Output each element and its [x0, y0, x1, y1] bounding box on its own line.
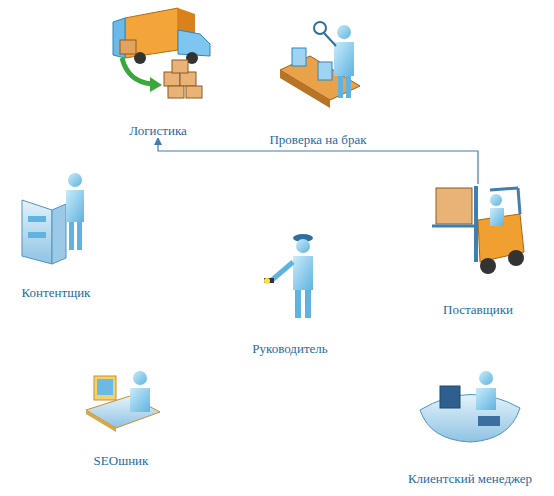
node-label: Проверка на брак: [267, 132, 368, 147]
inspection-icon: [280, 22, 360, 108]
forklift-icon: [432, 186, 524, 274]
node-label: Контентщик: [20, 285, 93, 300]
client-manager-node: Клиентский менеджер: [402, 370, 538, 486]
node-label: Поставщики: [441, 302, 515, 317]
node-label: Руководитель: [250, 341, 330, 356]
seo-node: SEOшник: [81, 368, 161, 468]
label-holder: Логистика: [108, 123, 208, 138]
manager-node: Руководитель: [246, 232, 334, 356]
truck-icon: [113, 8, 210, 98]
suppliers-node: Поставщики: [428, 184, 528, 317]
logistics-node: Логистика: [108, 5, 208, 138]
label-holder: Контентщик: [16, 285, 97, 300]
inspection-node: Проверка на брак: [263, 22, 372, 147]
manager-guard-icon: [264, 234, 313, 318]
label-holder: Руководитель: [246, 341, 334, 356]
content-node: Контентщик: [16, 172, 97, 300]
label-holder: Клиентский менеджер: [402, 471, 538, 486]
label-holder: Поставщики: [428, 302, 528, 317]
client-manager-icon: [420, 371, 520, 442]
label-holder: SEOшник: [81, 453, 161, 468]
label-holder: Проверка на брак: [263, 132, 372, 147]
content-icon: [22, 173, 84, 264]
node-label: Клиентский менеджер: [406, 471, 534, 486]
node-label: SEOшник: [92, 453, 151, 468]
node-label: Логистика: [127, 123, 189, 138]
seo-icon: [86, 371, 160, 432]
